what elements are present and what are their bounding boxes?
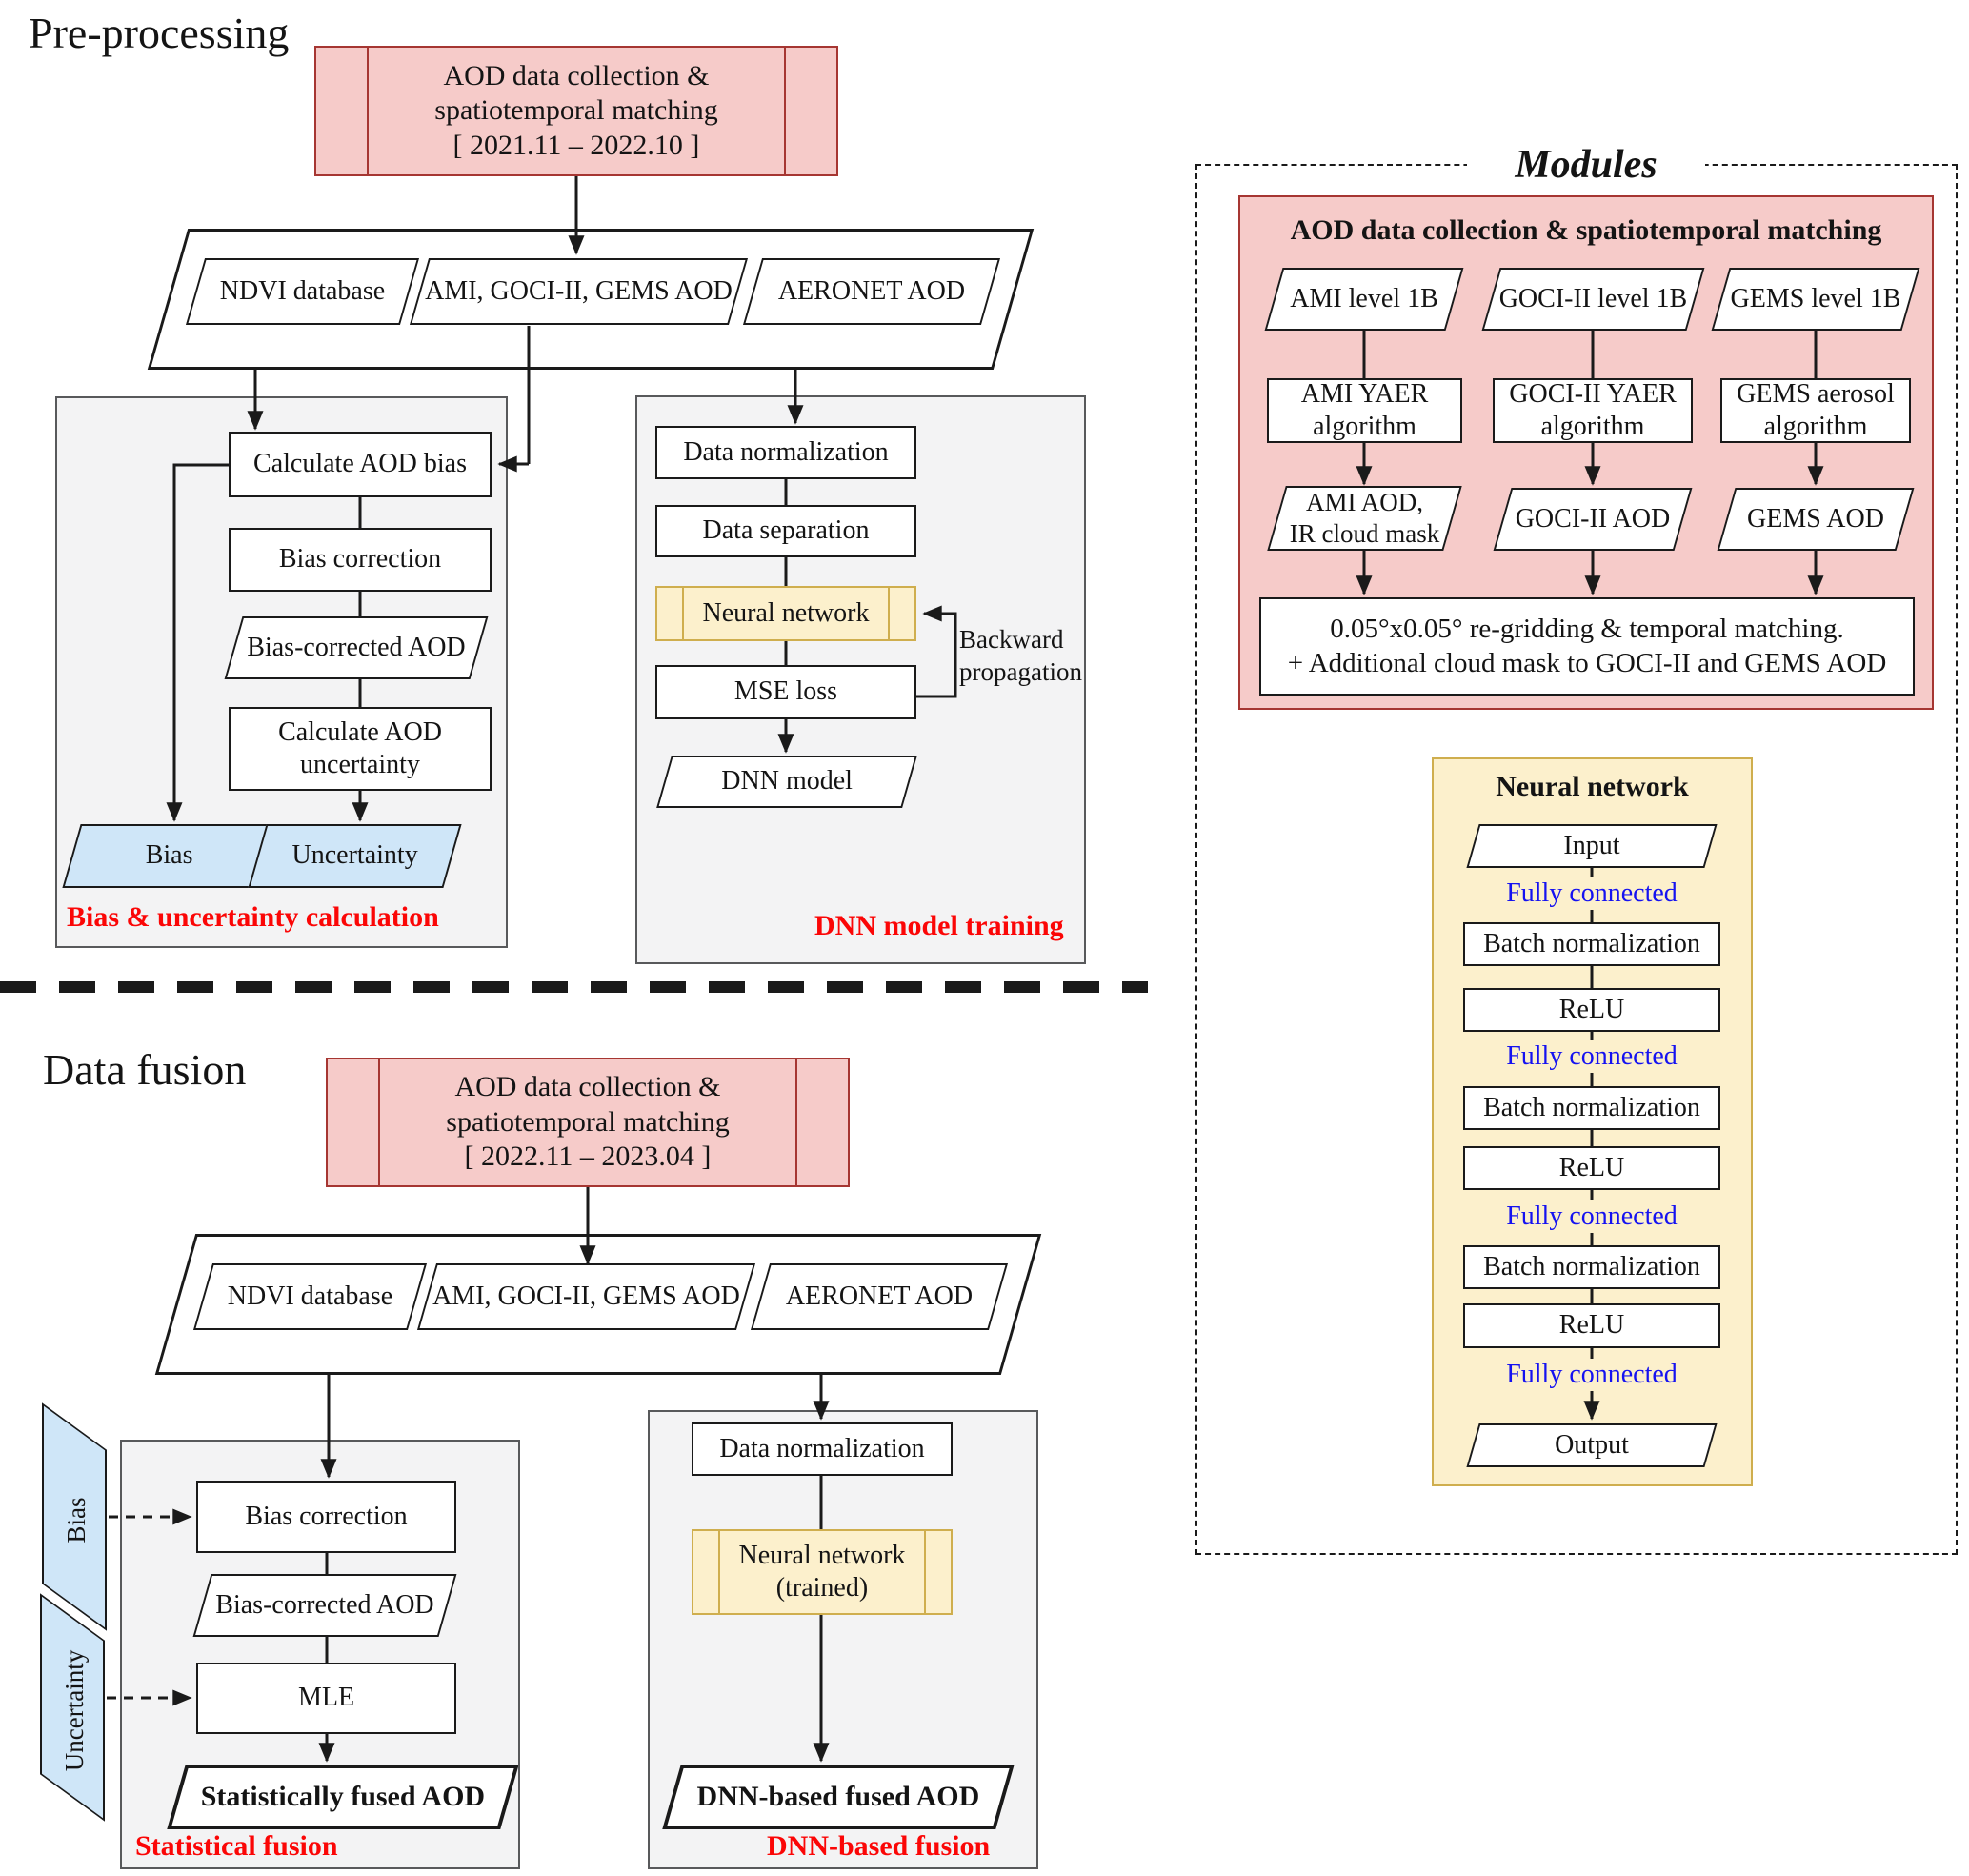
gems-aod-output-par: GEMS AOD [1717, 488, 1915, 551]
aod-collection-module-title: AOD data collection & spatiotemporal mat… [1290, 214, 1882, 246]
ami-aod-output-par: AMI AOD,IR cloud mask [1267, 486, 1462, 551]
fully-connected-label-2: Fully connected [1487, 1040, 1697, 1073]
collection-box-right-bar [784, 48, 786, 174]
source-ndvi: NDVI database [185, 258, 420, 325]
mle-box: MLE [196, 1663, 456, 1734]
nn-module-title: Neural network [1496, 771, 1689, 802]
bias-input-vpar: Bias [42, 1402, 107, 1631]
pre-collection-line1: AOD data collection & [443, 59, 710, 91]
nn-input-par: Input [1466, 824, 1718, 868]
mse-loss-box: MSE loss [655, 665, 916, 719]
dnn-training-caption: DNN model training [814, 910, 1064, 941]
trained-neural-network-subroutine: Neural network (trained) [692, 1529, 953, 1615]
dnn-based-fusion-caption: DNN-based fusion [767, 1830, 991, 1862]
statistical-fusion-caption: Statistical fusion [135, 1830, 338, 1862]
uncertainty-output-par: Uncertainty [248, 824, 462, 888]
fully-connected-label-3: Fully connected [1487, 1200, 1697, 1233]
data-normalization-box: Data normalization [655, 426, 916, 479]
goci-level1b-par: GOCI-II level 1B [1481, 268, 1705, 331]
fusion-bias-corrected-aod-par: Bias-corrected AOD [192, 1574, 457, 1637]
pre-collection-line3: [ 2021.11 – 2022.10 ] [452, 129, 700, 161]
fusion-source-satellite-aod: AMI, GOCI-II, GEMS AOD [416, 1263, 756, 1330]
nn-output-par: Output [1466, 1423, 1718, 1467]
dnn-model-par: DNN model [656, 756, 917, 808]
preprocessing-title: Pre-processing [29, 9, 290, 57]
goci-aod-output-par: GOCI-II AOD [1493, 488, 1693, 551]
data-fusion-title: Data fusion [43, 1045, 247, 1094]
uncertainty-input-vpar: Uncertainty [40, 1593, 105, 1822]
fully-connected-label-4: Fully connected [1487, 1359, 1697, 1391]
batch-normalization-box-1: Batch normalization [1463, 922, 1720, 966]
bias-output-par: Bias [62, 824, 276, 888]
batch-normalization-box-3: Batch normalization [1463, 1245, 1720, 1289]
relu-box-1: ReLU [1463, 988, 1720, 1032]
pre-collection-line2: spatiotemporal matching [434, 94, 718, 127]
data-separation-box: Data separation [655, 505, 916, 557]
fusion-data-normalization-box: Data normalization [692, 1422, 953, 1476]
calculate-aod-uncertainty-box: Calculate AOD uncertainty [229, 707, 492, 791]
relu-box-3: ReLU [1463, 1303, 1720, 1348]
fusion-collection-line1: AOD data collection & [454, 1071, 721, 1103]
ami-level1b-par: AMI level 1B [1264, 268, 1464, 331]
source-aeronet: AERONET AOD [742, 258, 1001, 325]
fully-connected-label-1: Fully connected [1487, 877, 1697, 910]
bias-uncertainty-caption: Bias & uncertainty calculation [67, 901, 439, 933]
statistically-fused-aod-par: Statistically fused AOD [167, 1765, 519, 1829]
gems-level1b-par: GEMS level 1B [1711, 268, 1920, 331]
collection-box-left-bar [367, 48, 369, 174]
pre-collection-box: AOD data collection & spatiotemporal mat… [314, 46, 838, 176]
relu-box-2: ReLU [1463, 1146, 1720, 1190]
dnn-based-fused-aod-par: DNN-based fused AOD [662, 1765, 1015, 1829]
fusion-collection-line2: spatiotemporal matching [446, 1105, 730, 1138]
backward-propagation-label: Backward propagation [959, 625, 1082, 686]
modules-title: Modules [1467, 139, 1705, 191]
fusion-collection-line3: [ 2022.11 – 2023.04 ] [464, 1140, 712, 1173]
batch-normalization-box-2: Batch normalization [1463, 1086, 1720, 1130]
fusion-collection-box: AOD data collection & spatiotemporal mat… [326, 1058, 850, 1187]
bias-corrected-aod-par: Bias-corrected AOD [224, 616, 489, 679]
regridding-box: 0.05°x0.05° re-gridding & temporal match… [1259, 597, 1915, 696]
bias-correction-box: Bias correction [229, 528, 492, 592]
fusion-bias-correction-box: Bias correction [196, 1481, 456, 1553]
fusion-source-ndvi: NDVI database [192, 1263, 428, 1330]
neural-network-subroutine: Neural network [655, 586, 916, 641]
source-satellite-aod: AMI, GOCI-II, GEMS AOD [409, 258, 749, 325]
calculate-aod-bias-box: Calculate AOD bias [229, 432, 492, 497]
fusion-source-aeronet: AERONET AOD [750, 1263, 1009, 1330]
